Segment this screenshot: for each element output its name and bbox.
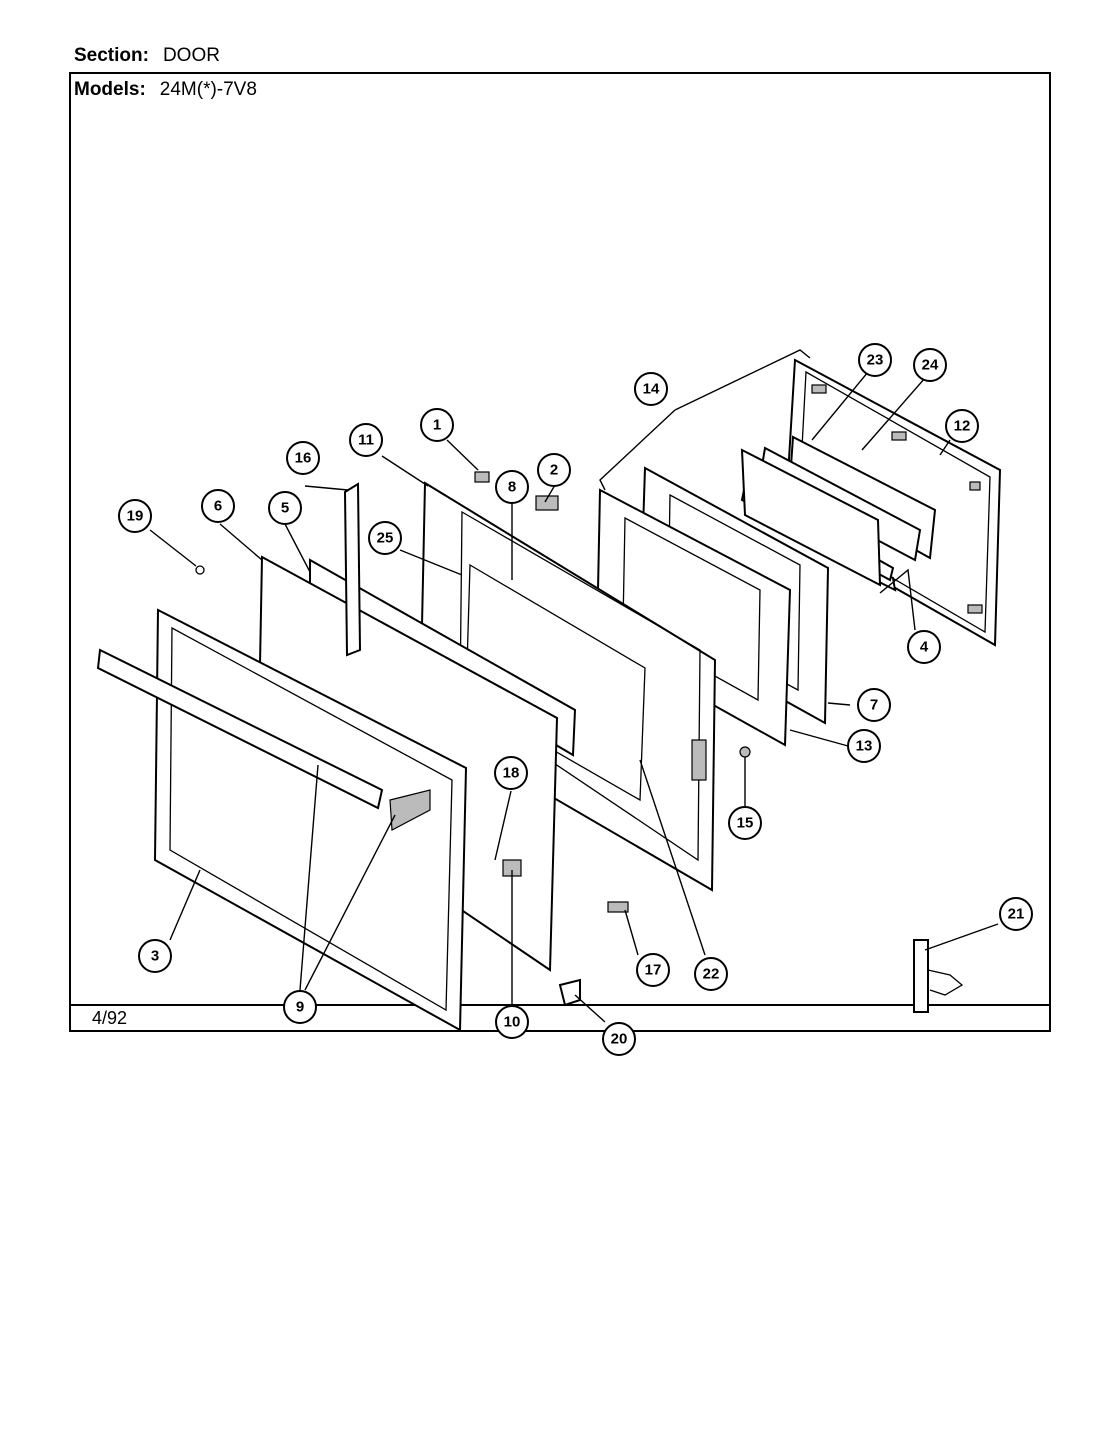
callout-22: 22 <box>694 957 728 991</box>
svg-text:4: 4 <box>920 639 929 656</box>
svg-text:12: 12 <box>954 418 971 435</box>
svg-text:7: 7 <box>870 697 878 714</box>
svg-text:15: 15 <box>737 815 754 832</box>
svg-text:9: 9 <box>296 999 304 1016</box>
svg-text:14: 14 <box>643 381 660 398</box>
svg-text:13: 13 <box>856 738 873 755</box>
glass-pack <box>740 435 937 592</box>
part-16-strip <box>343 482 362 657</box>
svg-text:3: 3 <box>151 948 159 965</box>
svg-text:10: 10 <box>504 1014 521 1031</box>
callout-21: 21 <box>999 897 1033 931</box>
svg-text:1: 1 <box>433 417 441 434</box>
svg-text:8: 8 <box>508 479 516 496</box>
callout-14: 14 <box>634 372 668 406</box>
svg-text:6: 6 <box>214 498 222 515</box>
callout-5: 5 <box>268 491 302 525</box>
svg-text:24: 24 <box>922 357 939 374</box>
inner-frames <box>595 466 830 747</box>
callout-11: 11 <box>349 423 383 457</box>
callout-17: 17 <box>636 953 670 987</box>
part-20-bracket <box>558 978 581 1007</box>
callout-19: 19 <box>118 499 152 533</box>
svg-text:16: 16 <box>295 450 312 467</box>
part-17-bumper <box>607 901 629 913</box>
callout-10: 10 <box>495 1005 529 1039</box>
section-heading: Section: DOOR <box>74 45 220 67</box>
models-label: Models: <box>74 79 146 100</box>
callout-23: 23 <box>858 343 892 377</box>
callout-20: 20 <box>602 1022 636 1056</box>
callout-1: 1 <box>420 408 454 442</box>
svg-text:5: 5 <box>281 500 289 517</box>
callout-2: 2 <box>537 453 571 487</box>
svg-text:11: 11 <box>358 432 374 449</box>
callout-7: 7 <box>857 688 891 722</box>
svg-text:25: 25 <box>377 530 394 547</box>
callout-18: 18 <box>494 756 528 790</box>
svg-text:20: 20 <box>611 1031 628 1048</box>
callout-24: 24 <box>913 348 947 382</box>
diagram-frame <box>69 72 1051 1032</box>
part-19-screw <box>195 565 205 575</box>
callout-3: 3 <box>138 939 172 973</box>
callout-12: 12 <box>945 409 979 443</box>
outer-frame <box>96 608 468 1032</box>
footer-rule <box>69 1004 1051 1006</box>
models-value: 24M(*)-7V8 <box>159 79 257 100</box>
callout-6: 6 <box>201 489 235 523</box>
part-1-clip <box>474 471 490 483</box>
svg-text:18: 18 <box>503 765 520 782</box>
section-value: DOOR <box>162 45 220 66</box>
callout-9: 9 <box>283 990 317 1024</box>
section-label: Section: <box>74 45 149 66</box>
models-heading: Models: 24M(*)-7V8 <box>74 79 257 101</box>
svg-text:17: 17 <box>645 962 662 979</box>
svg-text:21: 21 <box>1008 906 1025 923</box>
svg-text:19: 19 <box>127 508 144 525</box>
callout-13: 13 <box>847 729 881 763</box>
callout-16: 16 <box>286 441 320 475</box>
callout-25: 25 <box>368 521 402 555</box>
callout-4: 4 <box>907 630 941 664</box>
svg-text:2: 2 <box>550 462 558 479</box>
callout-8: 8 <box>495 470 529 504</box>
svg-text:23: 23 <box>867 352 884 369</box>
footer-date: 4/92 <box>92 1008 128 1028</box>
part-21-hinge <box>913 939 964 1013</box>
part-15-nut <box>739 746 751 758</box>
leader-lines <box>149 349 999 1023</box>
svg-text:22: 22 <box>703 966 720 983</box>
callout-15: 15 <box>728 806 762 840</box>
